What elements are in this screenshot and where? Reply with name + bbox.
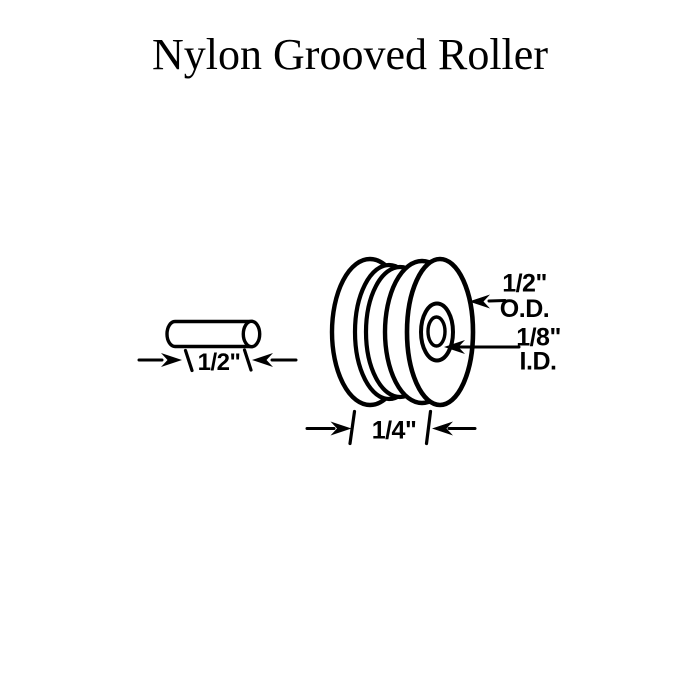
id-arrow-icon [444,340,465,354]
width-dim-label: 1/4" [372,417,417,445]
roller-bore [426,315,447,348]
pin-dim-left-arrow-icon [161,353,182,367]
pin-dim-left-tick [183,348,194,373]
pin-dim-right-tick [242,348,253,372]
od-arrow-icon [469,294,490,309]
pin-dim-right-arrow-icon [252,353,273,367]
id-callout: 1/8" I.D. [444,324,561,376]
pin-dimension: 1/2" [137,348,298,376]
width-dim-right-arrow-icon [432,421,453,436]
od-text-label: O.D. [500,295,549,323]
roller-drawing [329,256,476,408]
pin-end-face [241,319,262,349]
pin-body [165,319,254,349]
width-dimension: 1/4" [305,409,477,446]
od-value-label: 1/2" [502,270,547,298]
width-dim-right-tick [424,409,433,446]
od-leader-line [487,299,507,303]
width-dim-left-tick [348,409,357,446]
width-dim-left-arrow-icon [330,421,352,436]
id-text-label: I.D. [520,348,557,376]
pin-drawing [165,319,262,349]
od-callout: 1/2" O.D. [469,270,550,323]
pin-dim-label: 1/2" [198,349,241,376]
page-title: Nylon Grooved Roller [152,30,548,79]
id-value-label: 1/8" [516,324,561,352]
